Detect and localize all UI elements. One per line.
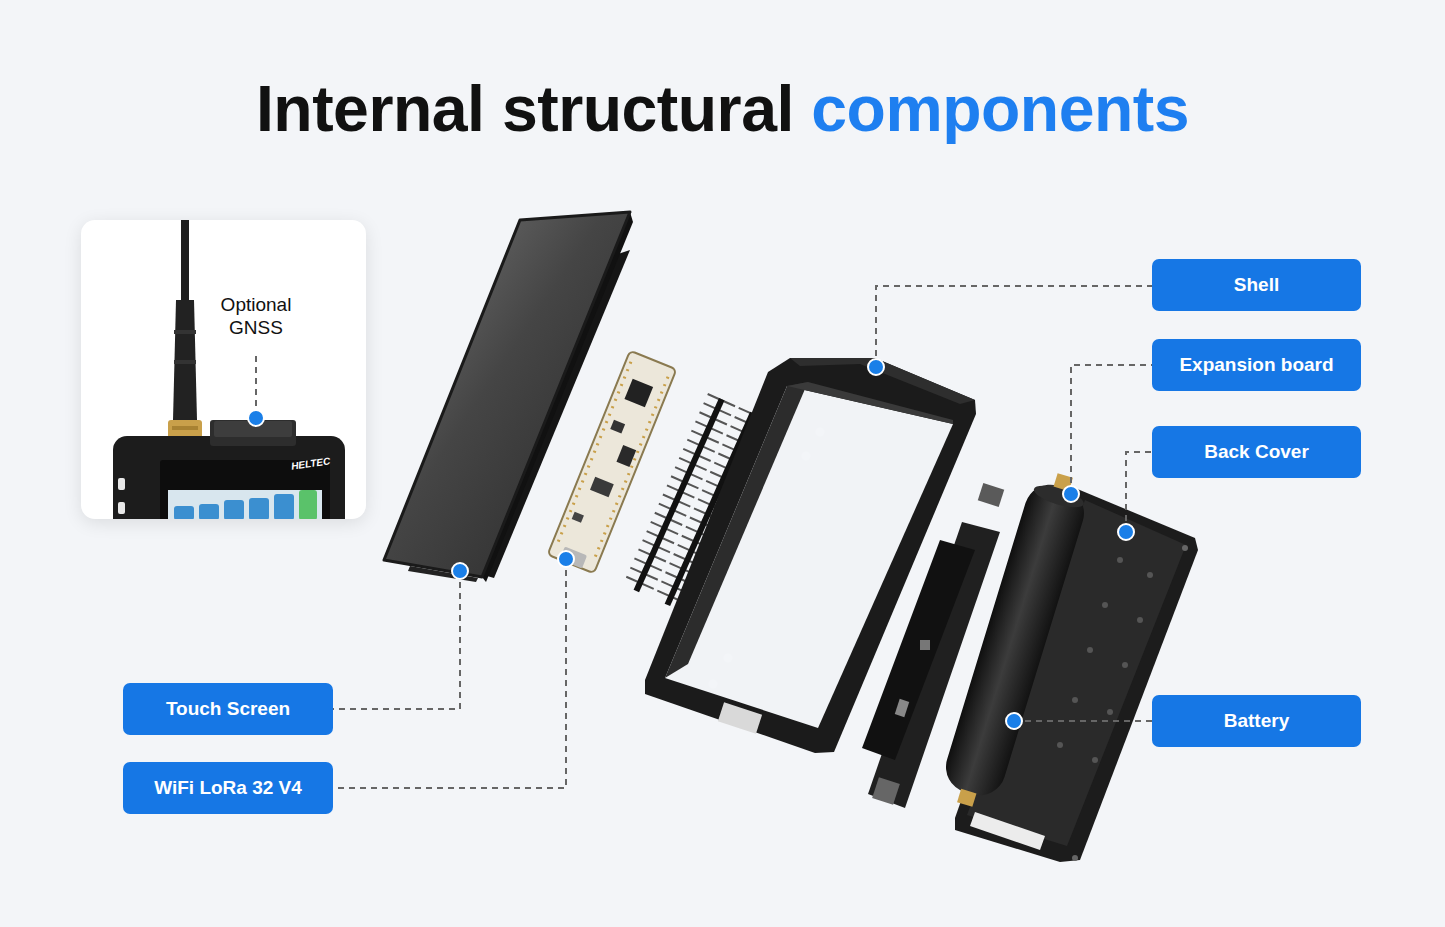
touch-screen — [384, 212, 633, 582]
leader-lines — [333, 286, 1152, 788]
expansion-board — [862, 483, 1004, 808]
leader-line — [255, 356, 257, 418]
callout-text: Optional GNSS — [199, 294, 313, 340]
diagram-title: Internal structural components — [256, 74, 1189, 145]
title-box: Internal structural components — [0, 74, 1445, 145]
callout-label: Expansion board — [1179, 354, 1333, 376]
battery-cell — [936, 467, 1094, 814]
callout-box: Shell — [1152, 259, 1361, 311]
callout-label: Back Cover — [1204, 441, 1309, 463]
callout-label: Battery — [1224, 710, 1289, 732]
lora-board — [548, 351, 677, 574]
shell — [645, 358, 976, 753]
callout-dot — [248, 410, 264, 426]
callout-box: Expansion board — [1152, 339, 1361, 391]
pin-headers — [636, 399, 752, 605]
callout-box: Back Cover — [1152, 426, 1361, 478]
callout-box: Touch Screen — [123, 683, 333, 735]
back-cover — [955, 488, 1198, 862]
callout-box: WiFi LoRa 32 V4 — [123, 762, 333, 814]
callout-box: Battery — [1152, 695, 1361, 747]
callout-dots — [452, 359, 1134, 729]
gnss-inset — [113, 220, 345, 519]
callout-label: Shell — [1234, 274, 1279, 296]
callout-label: Touch Screen — [166, 698, 290, 720]
callout-label: WiFi LoRa 32 V4 — [154, 777, 302, 799]
inset-card: Optional GNSS — [81, 220, 366, 519]
